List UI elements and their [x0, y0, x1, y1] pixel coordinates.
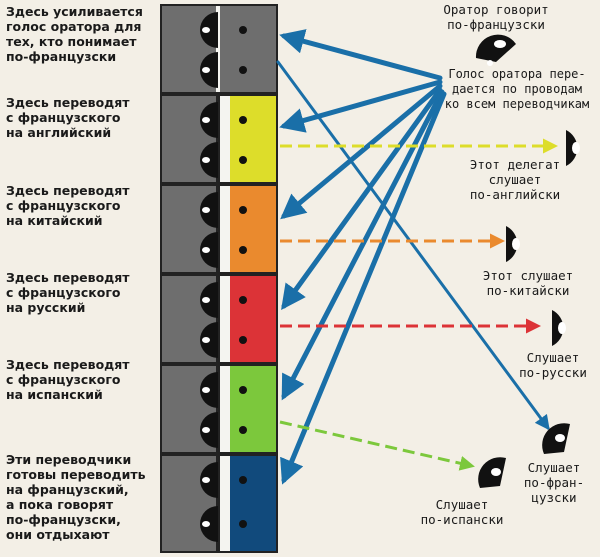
output-lines — [279, 138, 558, 471]
booth-label-russian: Здесь переводят с французского на русски… — [6, 270, 130, 315]
booth-label-chinese: Здесь переводят с французского на китайс… — [6, 183, 130, 228]
booth-label-spanish: Здесь переводят с французского на испанс… — [6, 357, 130, 402]
listener-russian-figure — [552, 310, 566, 346]
blue-wires — [276, 29, 550, 485]
speaker-figure — [475, 34, 516, 66]
listener-label-russian: Слушает по-русски — [519, 350, 587, 380]
listener-label-chinese: Этот слушает по-китайски — [482, 268, 574, 298]
booth-label-english: Здесь переводят с французского на англий… — [6, 95, 130, 140]
speaker-label: Оратор говорит по-французски — [443, 2, 549, 32]
listener-spanish-figure — [478, 457, 506, 488]
booth-label-french: Здесь усиливается голос оратора для тех,… — [6, 4, 143, 64]
listener-french-figure — [542, 423, 570, 454]
listener-chinese-figure — [506, 226, 520, 262]
listener-label-french: Слушает по-фран- цузски — [523, 460, 585, 505]
booth-column — [160, 4, 278, 553]
listener-label-spanish: Слушает по-испански — [420, 497, 504, 527]
wires-label: Голос оратора пере- дается по проводам к… — [444, 67, 590, 111]
booth-label-resting: Эти переводчики готовы переводить на фра… — [6, 452, 146, 542]
listener-label-english: Этот делегат слушает по-английски — [469, 157, 561, 202]
listener-english-figure — [566, 130, 580, 166]
